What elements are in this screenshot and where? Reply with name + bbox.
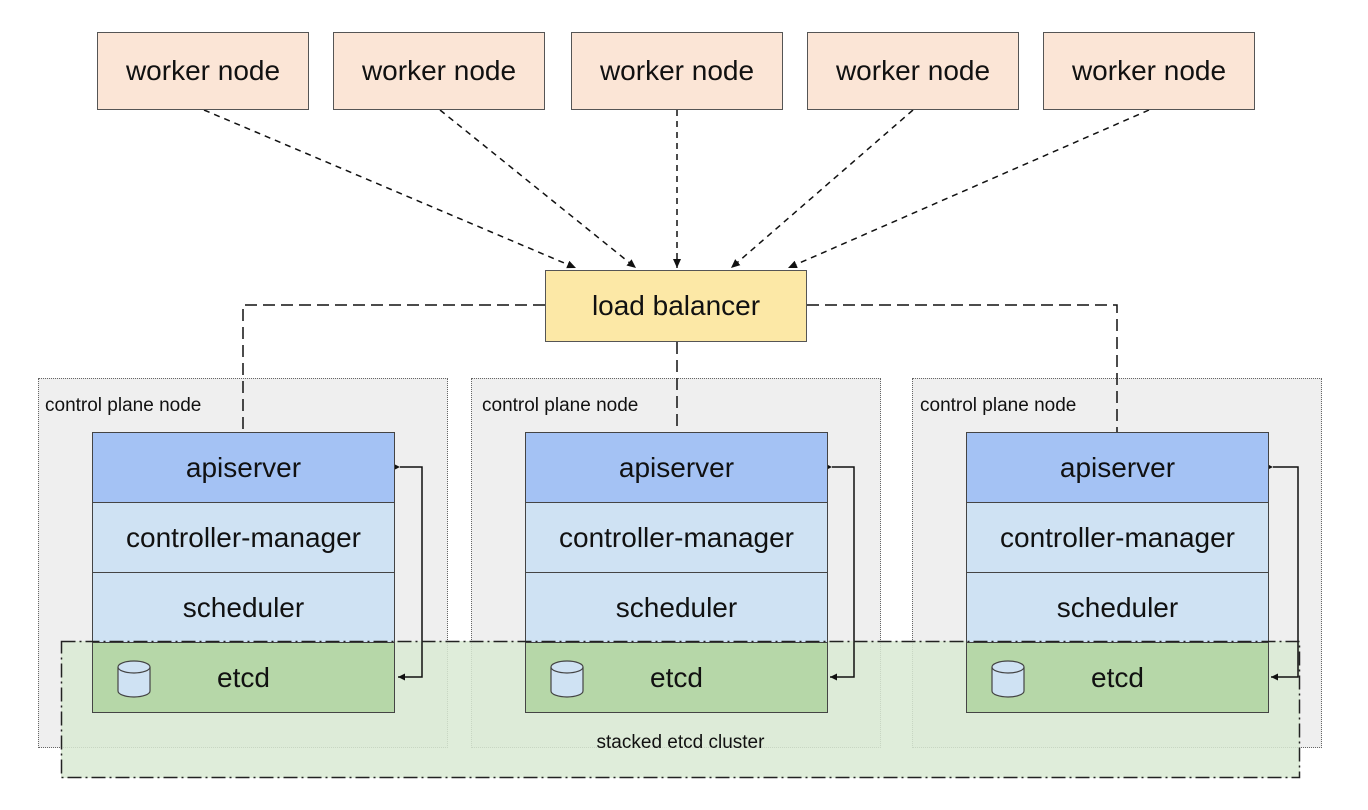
worker-node: worker node (1043, 32, 1255, 110)
apiserver-etcd-link-1 (393, 463, 423, 681)
worker-1-to-lb-line (203, 109, 577, 269)
apiserver-layer: apiserver (526, 433, 827, 503)
control-plane-node-label: control plane node (482, 395, 639, 416)
controller-manager-layer: controller-manager (93, 503, 394, 573)
component-stack-2: apiserver controller-manager scheduler e… (525, 432, 828, 713)
apiserver-layer: apiserver (93, 433, 394, 503)
etcd-cluster-label: stacked etcd cluster (596, 732, 765, 753)
worker-node: worker node (571, 32, 783, 110)
worker-5-to-lb-line (787, 109, 1150, 269)
worker-4-to-lb-line (730, 109, 914, 269)
apiserver-etcd-link-2 (825, 463, 855, 681)
scheduler-layer: scheduler (526, 573, 827, 643)
scheduler-layer: scheduler (93, 573, 394, 643)
controller-manager-layer: controller-manager (967, 503, 1268, 573)
control-plane-node-label: control plane node (45, 395, 202, 416)
etcd-layer: etcd (526, 643, 827, 712)
worker-node: worker node (97, 32, 309, 110)
load-balancer: load balancer (545, 270, 807, 342)
etcd-label: etcd (650, 661, 703, 693)
controller-manager-layer: controller-manager (526, 503, 827, 573)
etcd-layer: etcd (93, 643, 394, 712)
database-icon (991, 660, 1025, 698)
lb-to-apiserver-3-line (807, 304, 1118, 432)
worker-node: worker node (333, 32, 545, 110)
database-icon (550, 660, 584, 698)
etcd-label: etcd (217, 661, 270, 693)
database-icon (117, 660, 151, 698)
apiserver-etcd-link-3 (1266, 463, 1299, 681)
worker-2-to-lb-line (439, 109, 637, 269)
worker-node: worker node (807, 32, 1019, 110)
etcd-layer: etcd (967, 643, 1268, 712)
control-plane-node-label: control plane node (920, 395, 1077, 416)
component-stack-1: apiserver controller-manager scheduler e… (92, 432, 395, 713)
apiserver-layer: apiserver (967, 433, 1268, 503)
scheduler-layer: scheduler (967, 573, 1268, 643)
lb-to-apiserver-1-line (242, 304, 545, 432)
component-stack-3: apiserver controller-manager scheduler e… (966, 432, 1269, 713)
etcd-label: etcd (1091, 661, 1144, 693)
